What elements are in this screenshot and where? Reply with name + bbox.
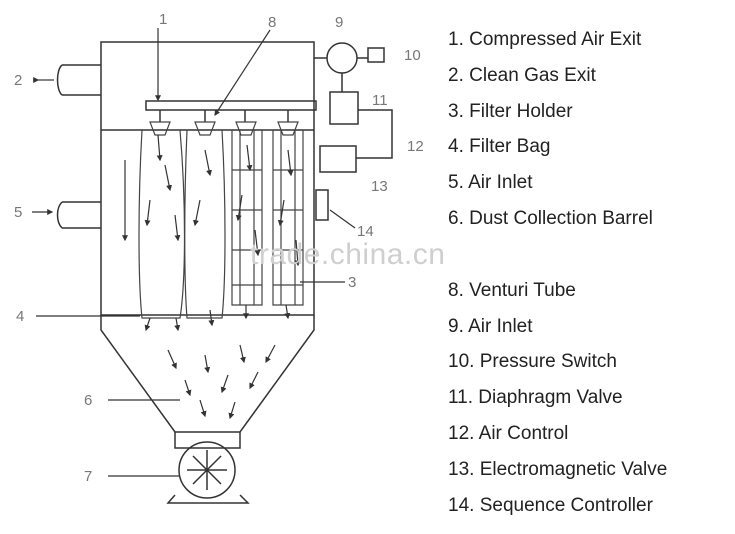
sequence-controller (315, 189, 329, 221)
legend-item: 14. Sequence Controller (448, 494, 653, 516)
legend-item: 3. Filter Holder (448, 100, 573, 122)
dust-collector-diagram: 1 8 9 10 11 12 13 14 3 2 5 4 6 7 (14, 11, 424, 504)
pressure-switch (367, 47, 385, 63)
flow-arrows (122, 134, 301, 420)
callout-11: 11 (372, 92, 388, 109)
callout-10: 10 (404, 47, 421, 64)
legend-item: 9. Air Inlet (448, 315, 533, 337)
callout-13: 13 (371, 178, 388, 195)
legend-item: 2. Clean Gas Exit (448, 64, 596, 86)
callout-8: 8 (268, 14, 276, 31)
rotary-valve (178, 441, 236, 499)
callout-2: 2 (14, 72, 22, 89)
hopper-outline (100, 315, 315, 433)
callout-12: 12 (407, 138, 424, 155)
callout-7: 7 (84, 468, 92, 485)
legend-list: 1. Compressed Air Exit 2. Clean Gas Exit… (448, 26, 667, 527)
air-inlet-pipe (62, 201, 101, 229)
watermark: trade.china.cn (250, 238, 446, 271)
legend-item: 4. Filter Bag (448, 136, 551, 158)
filter-bag (184, 129, 226, 319)
housing-outline (100, 41, 315, 316)
air-tank (326, 42, 358, 74)
electromagnetic-valve (319, 145, 357, 173)
legend-item: 6. Dust Collection Barrel (448, 207, 653, 229)
callout-6: 6 (84, 392, 92, 409)
legend-item: 10. Pressure Switch (448, 351, 617, 373)
filter-cage (231, 129, 263, 306)
legend-item: 8. Venturi Tube (448, 279, 576, 301)
legend-item: 12. Air Control (448, 422, 569, 444)
callout-3: 3 (348, 274, 356, 291)
legend-item: 1. Compressed Air Exit (448, 29, 642, 50)
callout-5: 5 (14, 204, 22, 221)
legend-item: 11. Diaphragm Valve (448, 387, 623, 409)
filter-cage (272, 129, 304, 306)
callout-1: 1 (159, 11, 167, 28)
callout-4: 4 (16, 308, 24, 325)
filter-bags (138, 121, 304, 319)
diaphragm-valve (329, 91, 359, 125)
discharge-frame (166, 432, 250, 504)
clean-gas-pipe (62, 64, 101, 96)
callout-9: 9 (335, 14, 343, 31)
blow-pipe (145, 100, 317, 111)
filter-bag (138, 129, 186, 319)
legend-item: 5. Air Inlet (448, 172, 533, 194)
legend-item: 13. Electromagnetic Valve (448, 458, 668, 480)
callout-14: 14 (357, 223, 374, 240)
legend-item (448, 241, 667, 277)
